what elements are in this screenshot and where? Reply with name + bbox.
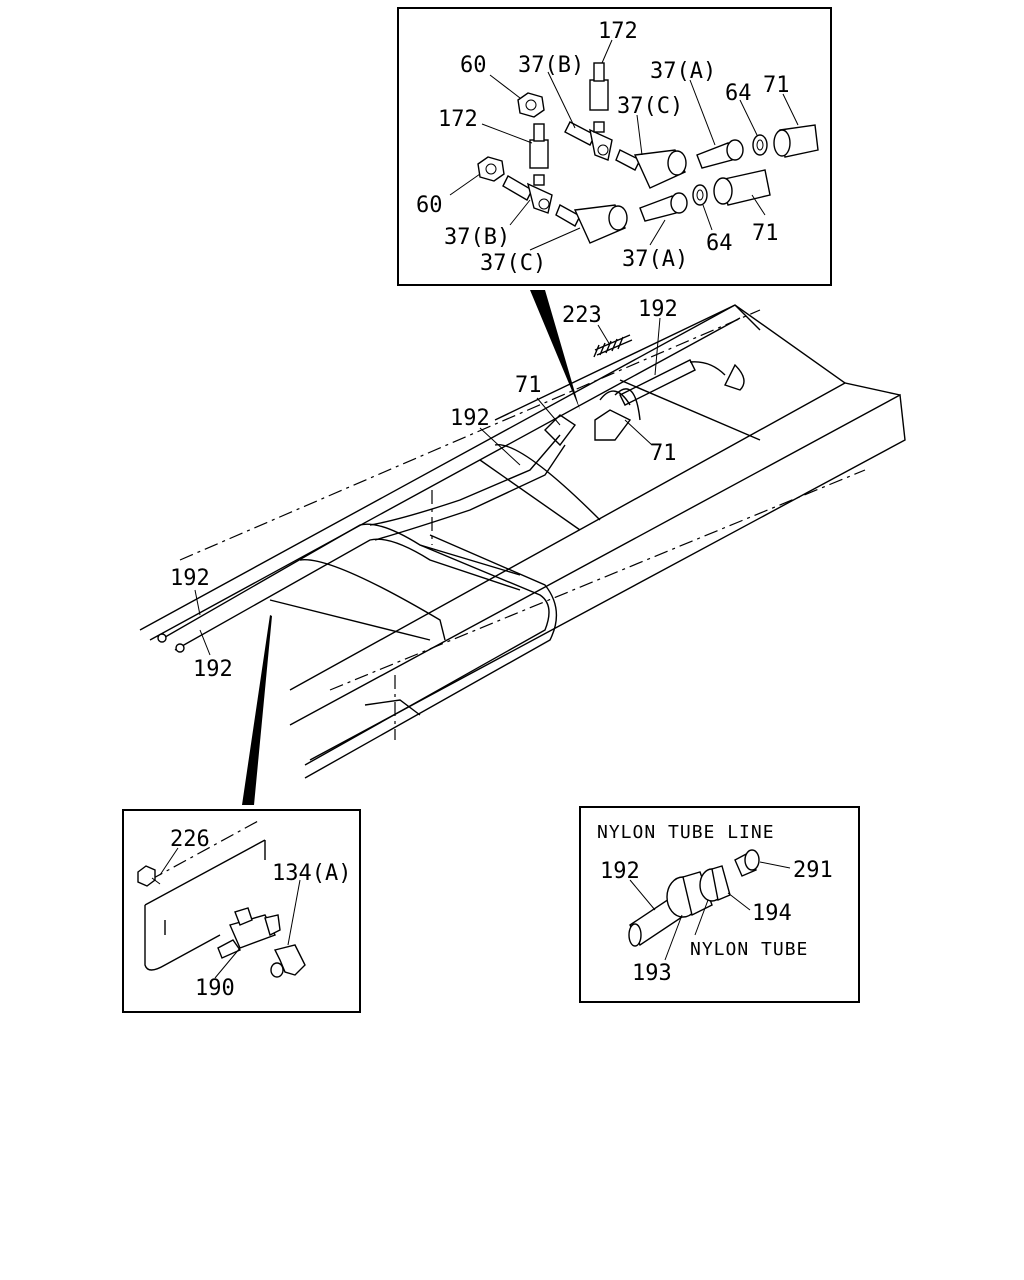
detail-box-fittings: 172 60 37(B) 37(A) 64 71 172 37(C) 60 37… — [397, 7, 832, 286]
leader-lines-main — [194, 290, 661, 805]
label-193: 193 — [632, 961, 672, 986]
label-192-nylon: 192 — [600, 859, 640, 884]
label-226: 226 — [170, 827, 210, 852]
chassis-frame — [139, 304, 906, 779]
main-labels: 223 192 71 192 71 192 192 — [170, 297, 678, 682]
label-291: 291 — [793, 858, 833, 883]
label-223: 223 — [562, 303, 602, 328]
label-nylon-tube: NYLON TUBE — [690, 939, 808, 960]
label-37c-bottom: 37(C) — [480, 251, 546, 276]
label-192-mid: 192 — [450, 406, 490, 431]
label-71-bottom: 71 — [752, 221, 779, 246]
label-190: 190 — [195, 976, 235, 1001]
label-71-top: 71 — [763, 73, 790, 98]
detail-box-tee: 226 134(A) 190 — [122, 809, 361, 1013]
label-134a: 134(A) — [272, 861, 351, 886]
label-64-top: 64 — [725, 81, 752, 106]
label-192-lower-left: 192 — [193, 657, 233, 682]
nylon-title: NYLON TUBE LINE — [597, 822, 775, 843]
label-37b-bottom: 37(B) — [444, 225, 510, 250]
label-172-top: 172 — [598, 19, 638, 44]
label-71-right: 71 — [650, 441, 677, 466]
label-194: 194 — [752, 901, 792, 926]
label-192-upper-left: 192 — [170, 566, 210, 591]
label-64-bottom: 64 — [706, 231, 733, 256]
label-37a-bottom: 37(A) — [622, 247, 688, 272]
label-60-top: 60 — [460, 53, 487, 78]
label-172-mid: 172 — [438, 107, 478, 132]
detail-box-nylon: NYLON TUBE LINE 192 291 194 NYLON TUBE 1… — [579, 806, 860, 1003]
label-37c-top: 37(C) — [617, 94, 683, 119]
label-192-top: 192 — [638, 297, 678, 322]
tube-lines-192 — [157, 334, 745, 653]
label-37a-top: 37(A) — [650, 59, 716, 84]
label-71-left: 71 — [515, 373, 542, 398]
label-37b-top: 37(B) — [518, 53, 584, 78]
label-60-bottom: 60 — [416, 193, 443, 218]
